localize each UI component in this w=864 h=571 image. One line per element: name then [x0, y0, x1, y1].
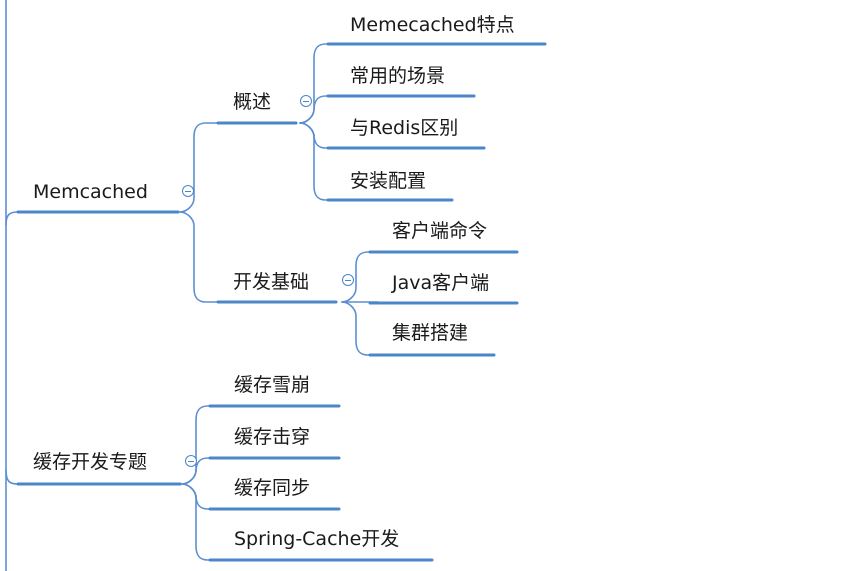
- link-overview-0: [299, 43, 339, 124]
- topic-overview[interactable]: 概述: [233, 91, 272, 113]
- root-link-cache-dev: [5, 469, 21, 485]
- topic-cache-dev[interactable]: 缓存开发专题: [33, 451, 148, 473]
- link-overview-2: [299, 122, 339, 149]
- topic-client-commands[interactable]: 客户端命令: [392, 220, 488, 242]
- link-dev-basics-2: [341, 301, 379, 356]
- topic-cache-breakdown[interactable]: 缓存击穿: [234, 426, 311, 448]
- topic-cache-avalanche[interactable]: 缓存雪崩: [234, 374, 311, 396]
- collapse-cache-dev-icon[interactable]: [185, 455, 197, 467]
- topic-dev-basics[interactable]: 开发基础: [233, 271, 310, 293]
- link-memcached-0: [179, 122, 219, 213]
- topic-install-config[interactable]: 安装配置: [350, 170, 427, 192]
- topic-java-client[interactable]: Java客户端: [392, 272, 490, 294]
- collapse-memcached-icon[interactable]: [182, 185, 194, 197]
- link-cache-dev-0: [181, 405, 219, 485]
- link-dev-basics-0: [341, 251, 379, 303]
- link-cache-dev-1: [181, 457, 219, 485]
- link-overview-1: [299, 95, 339, 124]
- topic-vs-redis[interactable]: 与Redis区别: [350, 117, 459, 139]
- link-cache-dev-3: [181, 483, 219, 561]
- topic-use-cases[interactable]: 常用的场景: [350, 65, 446, 87]
- topic-memcached[interactable]: Memcached: [33, 181, 148, 203]
- link-overview-3: [299, 122, 339, 201]
- topic-cache-sync[interactable]: 缓存同步: [234, 477, 311, 499]
- topic-cluster-setup[interactable]: 集群搭建: [392, 322, 469, 344]
- topic-memecached-features[interactable]: Memecached特点: [350, 14, 515, 36]
- topic-spring-cache[interactable]: Spring-Cache开发: [234, 528, 400, 550]
- link-memcached-1: [179, 211, 219, 303]
- link-cache-dev-2: [181, 483, 219, 510]
- collapse-overview-icon[interactable]: [300, 95, 312, 107]
- root-link-memcached: [5, 211, 21, 226]
- collapse-dev-basics-icon[interactable]: [342, 274, 354, 286]
